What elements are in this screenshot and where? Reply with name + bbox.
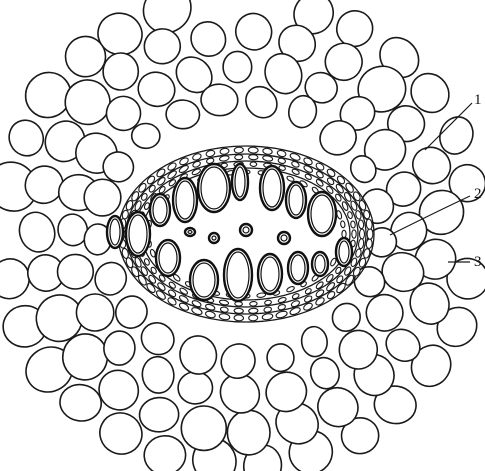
small-cell <box>250 301 258 306</box>
cortex-cell <box>140 355 175 395</box>
small-cell <box>343 191 352 202</box>
small-cell <box>325 273 334 283</box>
small-cell <box>336 175 346 185</box>
small-cell <box>344 182 354 194</box>
small-cell <box>326 290 336 300</box>
cortex-cell <box>227 410 270 455</box>
small-cell <box>303 164 314 173</box>
xylem-vessel <box>308 192 336 236</box>
small-cell <box>262 148 272 155</box>
small-cell <box>352 191 361 202</box>
cortex-cell <box>214 337 261 385</box>
small-cell <box>352 230 356 238</box>
cortex-cell <box>3 114 49 161</box>
small-cell <box>249 308 258 314</box>
small-cell <box>235 154 243 159</box>
small-cell <box>262 313 273 321</box>
small-cell <box>325 281 335 292</box>
small-cell <box>335 282 347 294</box>
cortex-cell <box>177 371 214 406</box>
small-cell <box>366 219 373 230</box>
cortex-cell <box>57 382 103 424</box>
cortex-cell <box>14 207 60 257</box>
cortex-cell <box>76 293 114 331</box>
xylem-vessel <box>190 260 218 300</box>
cortex-cell <box>57 254 93 289</box>
small-cell <box>219 313 230 321</box>
small-cell <box>286 285 295 292</box>
label-2: 2 <box>474 186 482 202</box>
cortex-cell <box>131 123 160 149</box>
xylem-vessel <box>185 228 195 236</box>
small-cell <box>145 282 156 294</box>
cortex-cell <box>184 15 233 63</box>
cortex-cell <box>165 99 200 129</box>
cortex-cell <box>103 330 136 366</box>
cortex-cell <box>181 405 227 451</box>
small-cell <box>340 221 345 228</box>
small-cell <box>315 289 325 298</box>
small-cell <box>220 148 230 155</box>
small-cell <box>146 175 156 185</box>
small-cell <box>249 315 258 321</box>
cortex-cell <box>265 342 296 374</box>
cortex-cell <box>300 325 330 359</box>
cortex-cell <box>176 332 220 377</box>
xylem-vessel <box>278 232 290 244</box>
small-cell <box>234 147 244 153</box>
small-cell <box>326 168 336 178</box>
cortex-cell <box>142 27 182 66</box>
small-cell <box>234 308 243 314</box>
small-cell <box>167 162 178 172</box>
small-cell <box>250 162 257 167</box>
cortex-cell <box>223 51 252 82</box>
small-cell <box>342 230 346 238</box>
small-cell <box>314 296 325 306</box>
small-cell <box>358 238 364 249</box>
xylem-vessel <box>240 224 252 236</box>
small-cell <box>347 211 353 219</box>
small-cell <box>155 289 167 301</box>
cortex-cell <box>103 52 139 90</box>
cortex-cell <box>138 396 180 433</box>
xylem-vessel <box>198 164 230 212</box>
small-cell <box>178 294 189 303</box>
xylem-vessel <box>224 249 252 301</box>
small-cell <box>156 176 166 186</box>
small-cell <box>155 168 166 179</box>
cortex-cell <box>230 7 278 56</box>
small-cell <box>249 154 258 160</box>
small-cell <box>366 239 373 249</box>
small-cell <box>234 315 244 321</box>
label-1: 1 <box>474 92 482 108</box>
small-cell <box>248 147 258 153</box>
small-cell <box>358 220 364 229</box>
small-cell <box>178 302 190 312</box>
small-cell <box>360 229 365 239</box>
small-cell <box>335 183 345 194</box>
small-cell <box>167 170 178 180</box>
small-cell <box>130 191 140 202</box>
small-cell <box>367 229 373 240</box>
label-3: 3 <box>474 254 482 270</box>
xylem-vessel <box>209 233 219 243</box>
small-cell <box>167 296 178 306</box>
cortex-cell <box>142 434 187 471</box>
small-cell <box>350 221 355 229</box>
small-cell <box>264 300 272 306</box>
small-cell <box>178 164 189 174</box>
small-cell <box>137 182 147 193</box>
small-cell <box>315 162 325 172</box>
